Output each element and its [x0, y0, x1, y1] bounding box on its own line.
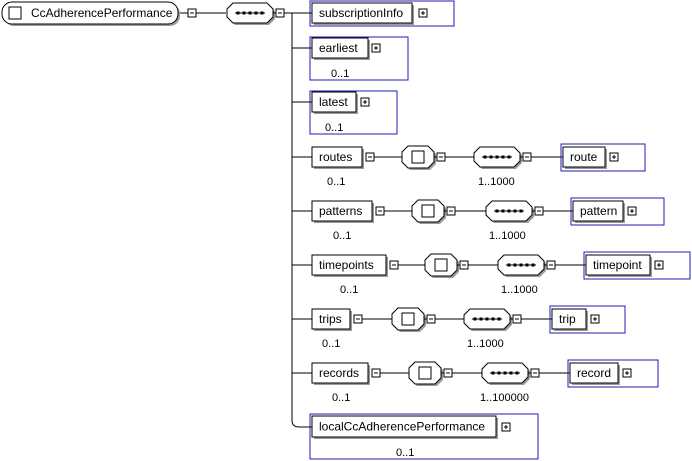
element-routes[interactable] — [311, 146, 363, 168]
earliest-frame — [309, 36, 409, 81]
timepoints-choice-icon — [434, 258, 448, 272]
element-pattern-label: pattern — [580, 204, 617, 218]
routes-sequence-icon-dot — [489, 155, 493, 159]
element-record[interactable] — [569, 362, 619, 384]
subscriptionInfo-frame — [309, 0, 455, 27]
routes-sequence-icon-dot — [507, 155, 511, 159]
trips-choice-icon — [401, 312, 415, 326]
records-sequence-icon-dot — [509, 371, 513, 375]
routes-sequence-icon-dot — [483, 155, 487, 159]
records-choice-icon — [418, 366, 432, 380]
routes-child-frame — [560, 143, 646, 172]
element-trip-label: trip — [559, 312, 576, 326]
trips-sequence-icon-dot — [473, 317, 477, 321]
element-records-label: records — [319, 366, 359, 380]
patterns-child-frame — [570, 197, 665, 226]
spine-corner — [291, 419, 300, 428]
element-patterns-label: patterns — [319, 204, 362, 218]
root-element-icon — [8, 6, 22, 20]
records-child-occurs: 1..100000 — [480, 392, 529, 404]
timepoints-sequence-icon-dot — [519, 263, 523, 267]
patterns-sequence-icon-dot — [507, 209, 511, 213]
records-sequence-icon-dot — [491, 371, 495, 375]
root-sequence-icon-dot — [248, 11, 252, 15]
root-sequence-icon-dot — [254, 11, 258, 15]
patterns-child-occurs: 1..1000 — [489, 230, 526, 242]
element-earliest-label: earliest — [319, 41, 358, 55]
timepoints-sequence-icon-dot — [507, 263, 511, 267]
patterns-sequence-icon-dot — [495, 209, 499, 213]
element-trips[interactable] — [311, 308, 351, 330]
element-pattern[interactable] — [572, 200, 624, 222]
root-sequence-icon-dot — [236, 11, 240, 15]
records-child-frame — [567, 359, 659, 388]
element-timepoint[interactable] — [585, 254, 651, 276]
timepoints-sequence-icon-dot — [513, 263, 517, 267]
timepoints-sequence-icon-dot — [531, 263, 535, 267]
routes-sequence-icon-dot — [495, 155, 499, 159]
latest-occurs: 0..1 — [325, 122, 343, 134]
element-timepoint-label: timepoint — [593, 258, 642, 272]
element-timepoints-label: timepoints — [319, 258, 374, 272]
trips-sequence-icon-dot — [485, 317, 489, 321]
element-trips-label: trips — [319, 312, 342, 326]
element-subscriptionInfo-label: subscriptionInfo — [319, 6, 403, 20]
routes-sequence-icon-dot — [501, 155, 505, 159]
root-element-label: CcAdherencePerformance — [31, 6, 173, 20]
patterns-choice-icon — [421, 204, 435, 218]
patterns-occurs: 0..1 — [333, 230, 351, 242]
records-occurs: 0..1 — [332, 392, 350, 404]
trips-sequence-icon-dot — [491, 317, 495, 321]
localCcAdherencePerformance-occurs: 0..1 — [396, 447, 414, 459]
element-record-label: record — [577, 366, 611, 380]
root-sequence-icon-dot — [242, 11, 246, 15]
timepoints-child-occurs: 1..1000 — [501, 284, 538, 296]
root-sequence-icon-dot — [260, 11, 264, 15]
element-patterns[interactable] — [311, 200, 373, 222]
patterns-sequence-icon-dot — [501, 209, 505, 213]
root-element[interactable] — [1, 1, 179, 25]
element-subscriptionInfo[interactable] — [311, 2, 413, 24]
routes-child-occurs: 1..1000 — [478, 176, 515, 188]
earliest-occurs: 0..1 — [331, 68, 349, 80]
trips-occurs: 0..1 — [322, 338, 340, 350]
element-latest-label: latest — [319, 95, 348, 109]
element-timepoints[interactable] — [311, 254, 387, 276]
trips-sequence-icon-dot — [497, 317, 501, 321]
trips-sequence-icon-dot — [479, 317, 483, 321]
records-sequence-icon-dot — [503, 371, 507, 375]
trips-child-frame — [549, 305, 626, 334]
element-localCcAdherencePerformance-label: localCcAdherencePerformance — [319, 420, 485, 434]
element-route[interactable] — [562, 146, 606, 168]
element-trip[interactable] — [551, 308, 587, 330]
element-route-label: route — [570, 150, 598, 164]
element-latest[interactable] — [311, 91, 357, 113]
element-earliest[interactable] — [311, 37, 369, 59]
element-routes-label: routes — [319, 150, 352, 164]
localCcAdherencePerformance-frame — [309, 413, 539, 460]
patterns-sequence-icon-dot — [513, 209, 517, 213]
routes-choice-icon — [411, 150, 425, 164]
trips-child-occurs: 1..1000 — [467, 338, 504, 350]
records-sequence-icon-dot — [515, 371, 519, 375]
timepoints-child-frame — [583, 251, 691, 280]
routes-occurs: 0..1 — [327, 176, 345, 188]
patterns-sequence-icon-dot — [519, 209, 523, 213]
timepoints-occurs: 0..1 — [340, 284, 358, 296]
latest-frame — [309, 90, 398, 135]
element-localCcAdherencePerformance[interactable] — [311, 415, 497, 438]
timepoints-sequence-icon-dot — [525, 263, 529, 267]
element-records[interactable] — [311, 362, 369, 384]
records-sequence-icon-dot — [497, 371, 501, 375]
